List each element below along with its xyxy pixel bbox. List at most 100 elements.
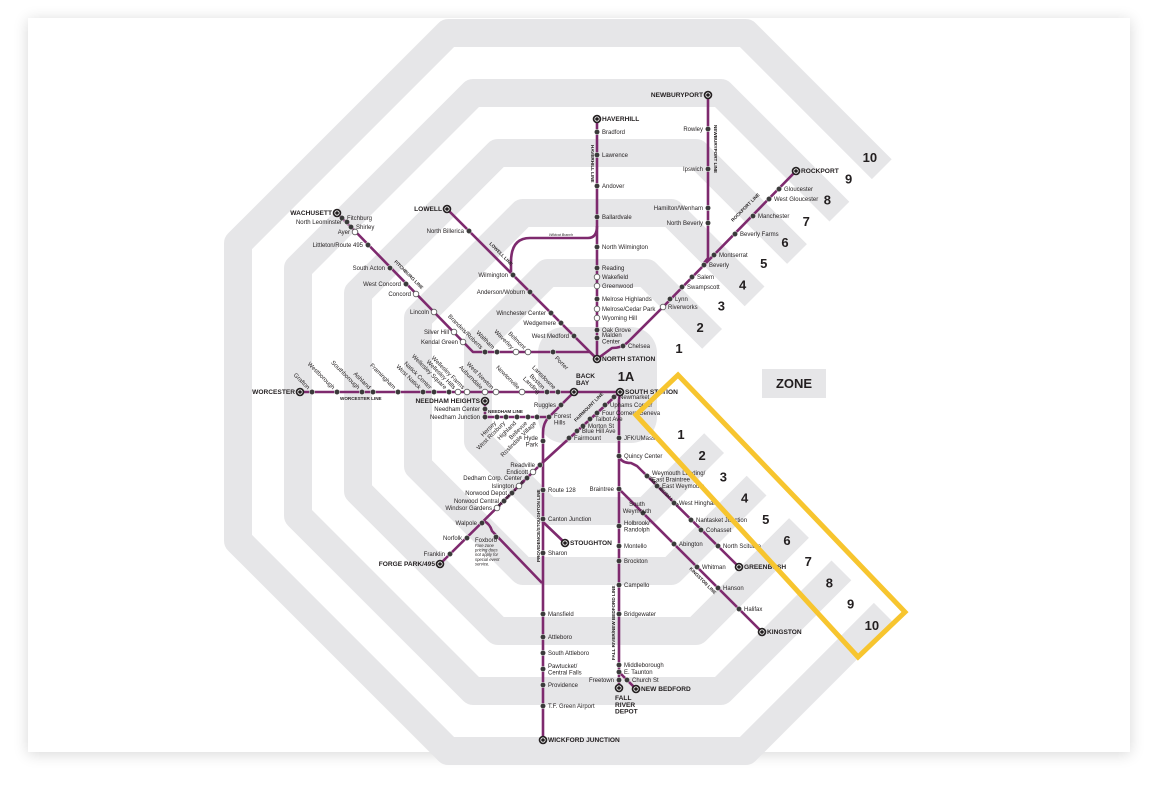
station-rockport-1[interactable]: Gloucester	[776, 186, 813, 193]
station-rockport-8[interactable]: Swampscott	[679, 284, 720, 291]
station-fitchburg-0[interactable]: WACHUSETT	[290, 208, 342, 218]
station-haverhill-1[interactable]: Bradford	[594, 129, 625, 136]
station-rockport-0[interactable]: ROCKPORT	[791, 166, 839, 176]
station-greenbush-5[interactable]: North Scituate	[715, 543, 762, 550]
station-newburyport-3[interactable]: Hamilton/Wenham	[654, 205, 711, 212]
station-lowell-2[interactable]: Wilmington	[478, 272, 516, 279]
station-rockport-2[interactable]: West Gloucester	[766, 196, 818, 203]
station-haverhill-8[interactable]: Greenwood	[593, 282, 633, 290]
station-needham-2[interactable]: Needham Junction	[430, 414, 488, 421]
station-fitchburg-8[interactable]: Concord	[388, 290, 420, 298]
station-fitchburg-9[interactable]: Lincoln	[410, 308, 438, 316]
station-haverhill-10[interactable]: Melrose/Cedar Park	[593, 305, 656, 313]
station-greenbush-2[interactable]: West Hingham	[671, 500, 718, 507]
station-oldcolony-9[interactable]: E. Taunton	[616, 669, 653, 676]
station-haverhill-11[interactable]: Wyoming Hill	[593, 314, 637, 322]
station-oldcolony-4[interactable]: Montello	[616, 543, 647, 550]
station-oldcolony-8[interactable]: Middleborough	[616, 662, 664, 669]
station-rockport-5[interactable]: Montserrat	[711, 252, 748, 259]
station-franklin-3[interactable]: Norwood Depot	[465, 490, 515, 497]
station-rockport-3[interactable]: Manchester	[750, 213, 789, 220]
station-needham-0[interactable]: NEEDHAM HEIGHTS	[416, 396, 490, 406]
station-oldcolony-7[interactable]: Bridgewater	[616, 611, 656, 618]
station-providence-6[interactable]: Mansfield	[540, 611, 574, 618]
station-providence-0[interactable]: Ruggles	[534, 402, 564, 409]
station-providence-12[interactable]: WICKFORD JUNCTION	[538, 735, 620, 745]
station-fairmount-5[interactable]: Blue Hill Ave	[574, 428, 616, 435]
station-greenbush-0[interactable]: Weymouth Landing/East Braintree	[644, 471, 706, 484]
station-fairmount-7[interactable]: Readville	[510, 462, 543, 469]
station-oldcolony-0[interactable]: JFK/UMass	[616, 435, 655, 442]
station-newburyport-2[interactable]: Ipswich	[683, 166, 711, 173]
station-lowell-6[interactable]: West Medford	[532, 333, 577, 340]
station-franklin-7[interactable]: Norfolk	[443, 535, 470, 542]
station-rockport-10[interactable]: Riverworks	[659, 303, 698, 311]
station-providence-8[interactable]: South Attleboro	[540, 650, 590, 657]
station-providence-9[interactable]: Pawtucket/Central Falls	[540, 664, 582, 677]
station-fairmount-2[interactable]: Four Corners/Geneva	[594, 410, 661, 417]
station-lowell-3[interactable]: Anderson/Woburn	[477, 289, 533, 296]
station-kingston-4[interactable]: Halifax	[736, 606, 762, 613]
station-franklin-6[interactable]: Walpole	[456, 520, 485, 527]
station-oldcolony-10[interactable]: Freetown	[589, 677, 622, 684]
station-haverhill-12[interactable]: Oak Grove	[594, 327, 632, 334]
station-franklin-1[interactable]: Dedham Corp. Center	[463, 475, 530, 482]
station-worcester-17[interactable]: SOUTH STATION	[615, 387, 678, 397]
station-fairmount-4[interactable]: Morton St	[580, 423, 614, 430]
station-oldcolony-2[interactable]: Braintree	[590, 486, 622, 493]
station-newbedford-0[interactable]: Church St	[624, 677, 659, 684]
station-providence-4[interactable]: Canton Junction	[540, 516, 591, 523]
station-haverhill-7[interactable]: Wakefield	[593, 273, 628, 281]
station-haverhill-0[interactable]: HAVERHILL	[592, 114, 640, 124]
station-haverhill-4[interactable]: Ballardvale	[594, 214, 632, 221]
station-franklin-2[interactable]: Islington	[492, 482, 523, 490]
station-needham-1[interactable]: Needham Center	[434, 406, 488, 413]
station-franklin-5[interactable]: Windsor Gardens	[445, 504, 501, 512]
station-lowell-1[interactable]: North Billerica	[427, 228, 472, 235]
station-lowell-0[interactable]: LOWELL	[414, 204, 452, 214]
station-rockport-11[interactable]: Chelsea	[620, 343, 651, 350]
station-franklin-4[interactable]: Norwood Central	[454, 498, 507, 505]
station-greenbush-3[interactable]: Nantasket Junction	[688, 517, 747, 524]
station-fitchburg-17[interactable]: NORTH STATION	[592, 354, 656, 364]
station-worcester-0[interactable]: WORCESTER	[252, 387, 305, 397]
station-kingston-2[interactable]: Whitman	[694, 564, 726, 571]
station-fitchburg-3[interactable]: Shirley	[348, 224, 374, 231]
station-newburyport-0[interactable]: NEWBURYPORT	[651, 90, 713, 100]
station-fitchburg-7[interactable]: West Concord	[363, 281, 409, 288]
station-newburyport-4[interactable]: North Beverly	[667, 220, 711, 227]
station-foxboro-0[interactable]: Foxboro	[475, 534, 499, 544]
station-franklin-9[interactable]: FORGE PARK/495	[379, 559, 445, 569]
station-fitchburg-2[interactable]: North Leominster	[296, 219, 350, 226]
station-haverhill-2[interactable]: Lawrence	[594, 152, 629, 159]
station-providence-5[interactable]: Sharon	[540, 550, 567, 557]
station-rockport-7[interactable]: Salem	[689, 274, 714, 281]
station-lowell-4[interactable]: Winchester Center	[496, 310, 554, 317]
station-kingston-3[interactable]: Hanson	[715, 585, 744, 592]
station-haverhill-6[interactable]: Reading	[594, 265, 624, 272]
station-fairmount-3[interactable]: Talbot Ave	[587, 416, 623, 423]
station-rockport-4[interactable]: Beverly Farms	[732, 231, 779, 238]
station-newburyport-1[interactable]: Rowley	[683, 126, 711, 133]
station-fitchburg-4[interactable]: Ayer	[338, 228, 359, 236]
station-franklin-8[interactable]: Franklin	[424, 551, 453, 558]
station-fitchburg-1[interactable]: Fitchburg	[339, 215, 372, 222]
station-oldcolony-3[interactable]: Holbrook/Randolph	[616, 521, 650, 534]
station-fitchburg-5[interactable]: Littleton/Route 495	[313, 242, 371, 249]
station-lowell-5[interactable]: Wedgemere	[523, 320, 564, 327]
station-providence-3[interactable]: Route 128	[540, 487, 576, 494]
station-greenbush-1[interactable]: East Weymouth	[654, 483, 704, 490]
station-fairmount-6[interactable]: Fairmount	[566, 435, 601, 442]
station-oldcolony-5[interactable]: Brockton	[616, 558, 648, 565]
station-greenbush-4[interactable]: Cohasset	[698, 527, 732, 534]
station-rockport-9[interactable]: Lynn	[667, 296, 688, 303]
station-haverhill-5[interactable]: North Wilmington	[594, 244, 648, 251]
station-providence-11[interactable]: T.F. Green Airport	[540, 703, 595, 710]
station-rockport-6[interactable]: Beverly	[701, 262, 729, 269]
station-providence-7[interactable]: Attleboro	[540, 634, 573, 641]
station-providence-10[interactable]: Providence	[540, 682, 579, 689]
